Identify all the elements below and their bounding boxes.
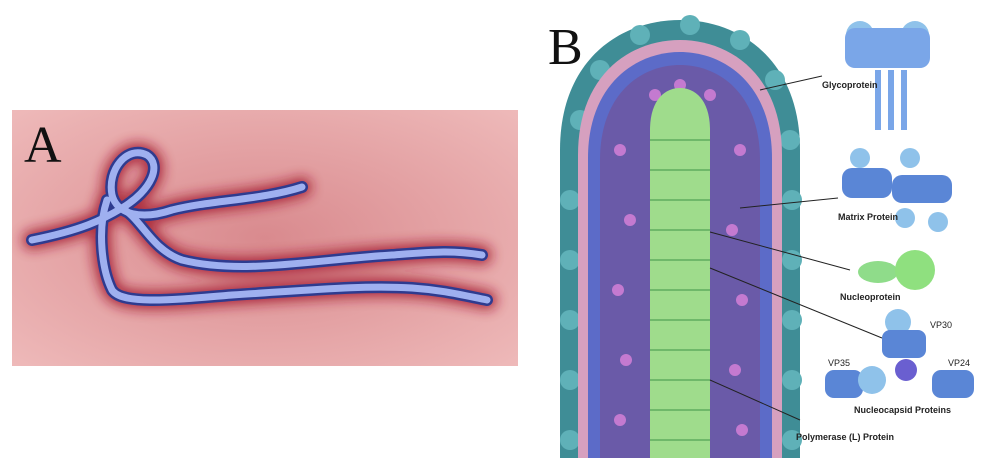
vp30-icon (882, 309, 926, 381)
virion-cross-section (560, 0, 986, 458)
matrix-protein-label: Matrix Protein (838, 212, 898, 222)
vp35-icon (825, 366, 886, 398)
micrograph-image (12, 110, 518, 366)
glycoprotein-icon (845, 21, 930, 130)
polymerase-label: Polymerase (L) Protein (796, 432, 894, 442)
vp24-icon (932, 370, 974, 398)
vp35-label: VP35 (828, 358, 850, 368)
glycoprotein-label: Glycoprotein (822, 80, 878, 90)
vp24-label: VP24 (948, 358, 970, 368)
vp30-label: VP30 (930, 320, 952, 330)
virion-diagram: Glycoprotein Matrix Protein Nucleoprotei… (560, 0, 986, 458)
nucleoprotein-icon (858, 250, 935, 290)
panel-a-letter: A (24, 120, 62, 172)
micrograph-panel (12, 110, 518, 366)
nucleocapsid-proteins-label: Nucleocapsid Proteins (854, 405, 951, 415)
nucleoprotein-label: Nucleoprotein (840, 292, 901, 302)
